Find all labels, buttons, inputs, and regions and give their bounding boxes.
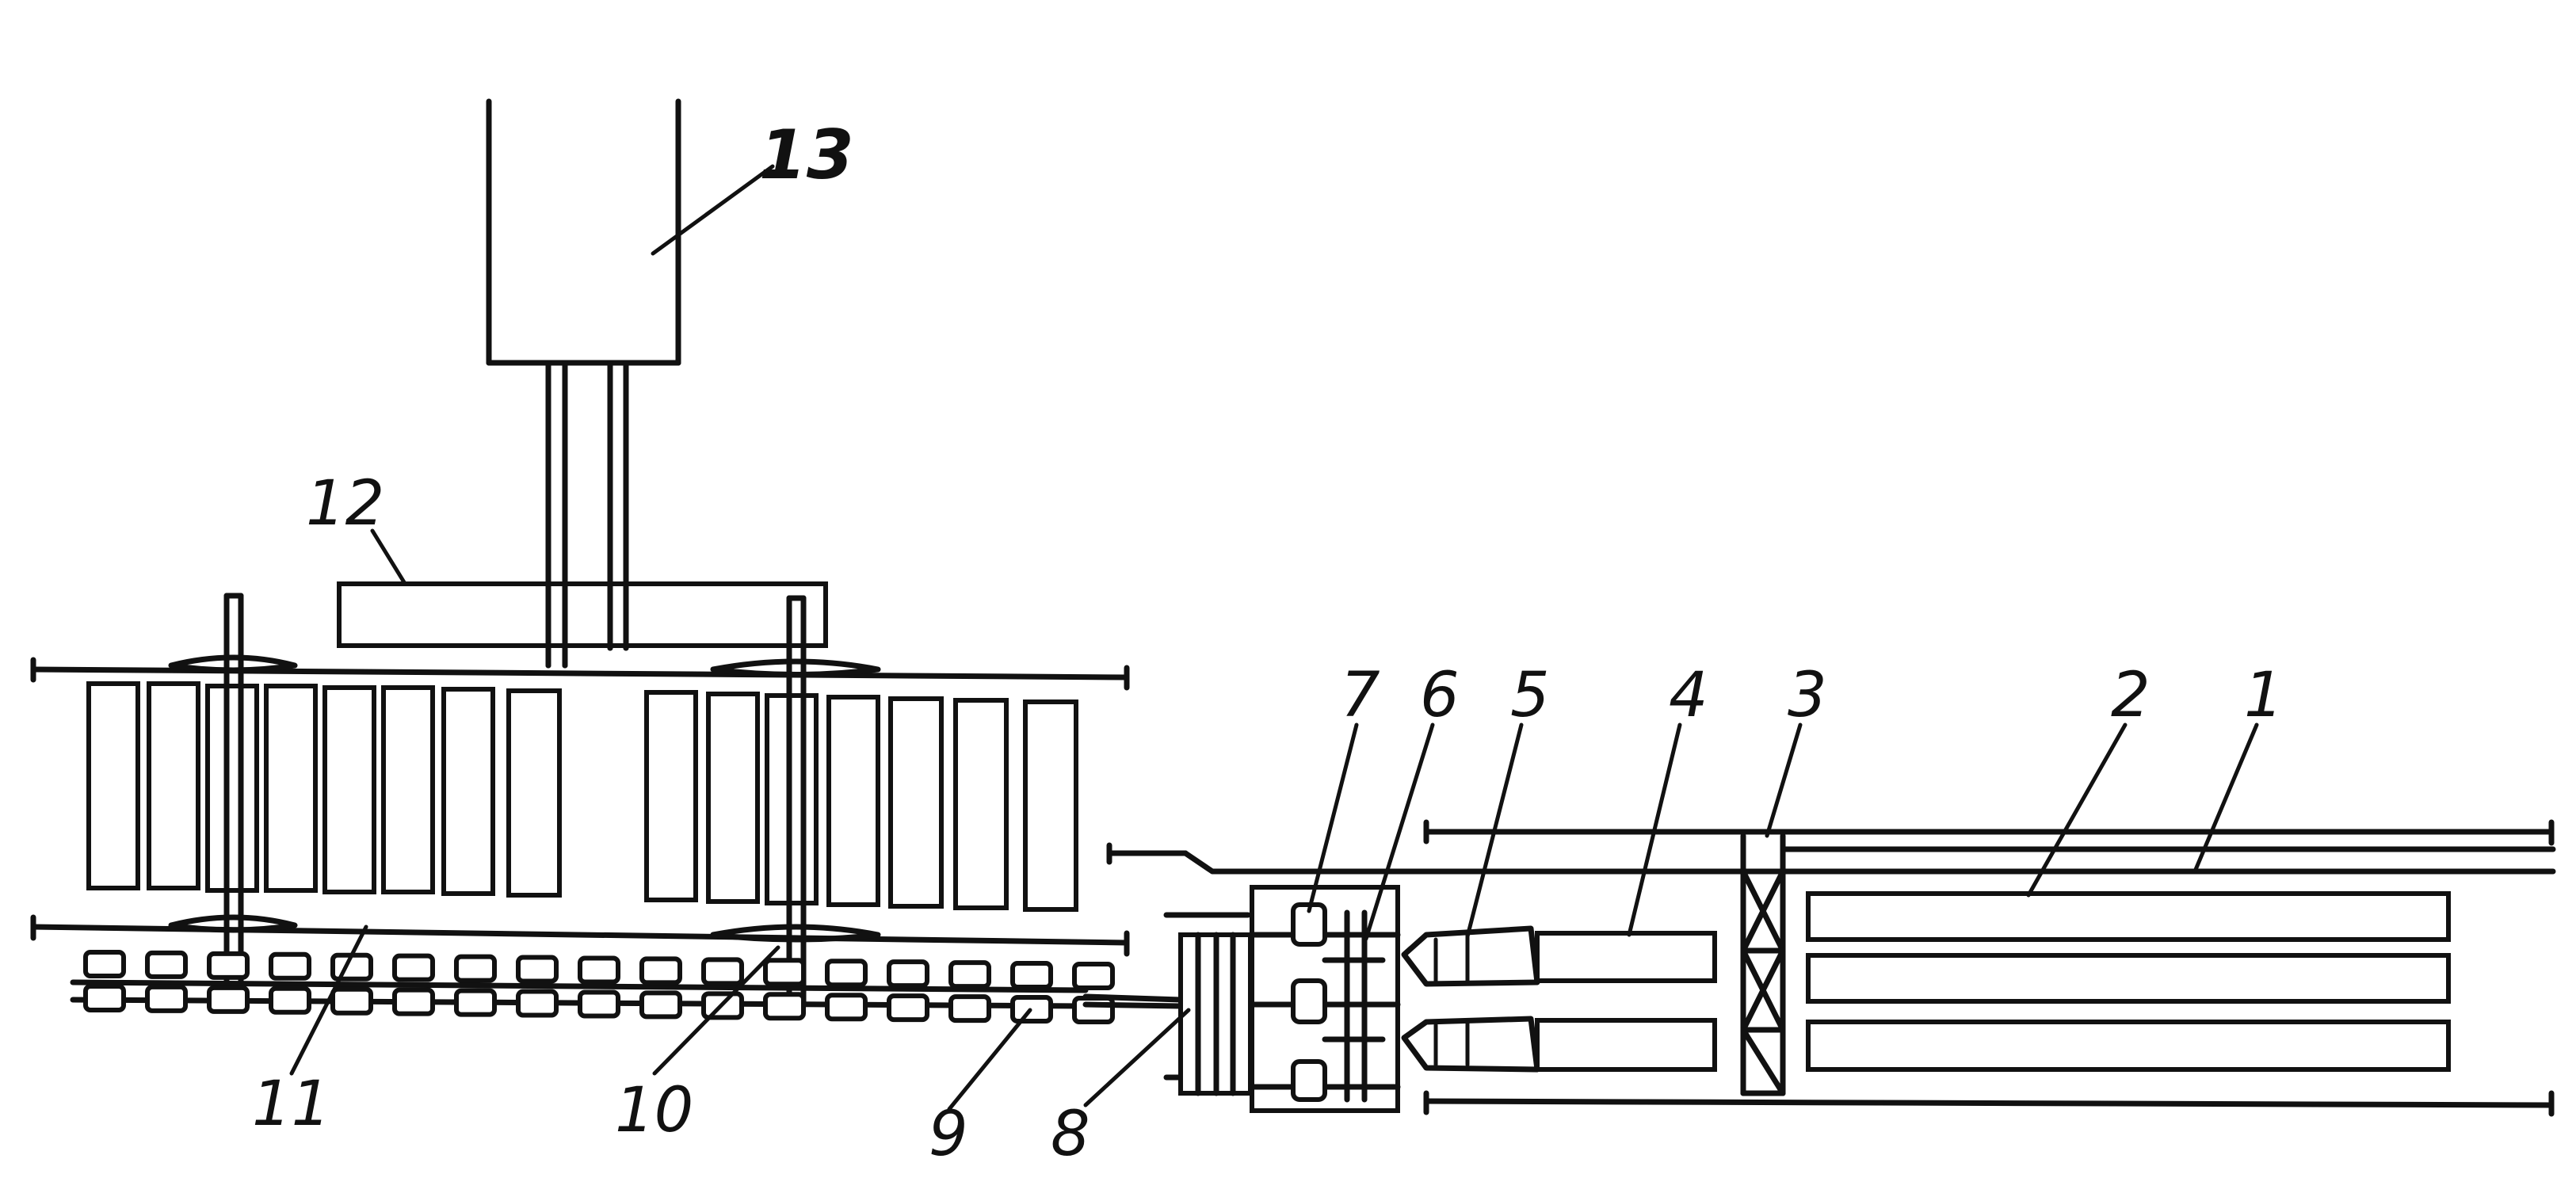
label-7: 7	[1341, 660, 1380, 731]
conveyor-cell	[392, 987, 435, 1016]
component-12-beam	[337, 581, 828, 669]
label-6: 6	[1420, 660, 1460, 731]
component-4-tubes	[1535, 931, 1717, 1072]
conveyor-cell	[330, 986, 373, 1016]
conveyor-cell	[145, 984, 188, 1013]
component-8-link	[1082, 993, 1184, 1009]
component-7-machine-frame	[1163, 885, 1401, 1113]
label-9: 9	[929, 1099, 968, 1170]
conveyor-cell	[454, 954, 497, 983]
conveyor-cell	[701, 957, 744, 986]
conveyor-cell	[83, 984, 126, 1012]
component-5-nozzles	[1401, 925, 1540, 1073]
conveyor-cell	[207, 951, 250, 980]
conveyor-cell	[825, 993, 868, 1022]
label-5: 5	[1510, 660, 1550, 731]
conveyor-cell	[639, 990, 682, 1020]
component-11-cell-rack	[86, 681, 1078, 912]
conveyor-cell	[207, 985, 250, 1014]
component-3-lattice	[1740, 833, 1786, 1096]
conveyor-cell	[516, 989, 559, 1018]
label-11: 11	[252, 1069, 330, 1140]
label-4: 4	[1669, 660, 1708, 731]
label-12: 12	[306, 468, 384, 539]
label-10: 10	[615, 1075, 693, 1146]
conveyor-cell	[948, 960, 991, 989]
conveyor-cell	[825, 959, 868, 988]
conveyor-cell	[1072, 995, 1115, 1024]
conveyor-cell	[763, 958, 806, 987]
right-section-rails	[1106, 819, 2556, 1117]
leader-lines	[289, 164, 2259, 1111]
conveyor-cell	[145, 950, 188, 979]
conveyor-cell	[639, 956, 682, 985]
component-10-posts	[168, 593, 881, 1009]
label-8: 8	[1051, 1099, 1090, 1170]
conveyor-cell	[948, 994, 991, 1024]
conveyor-cell	[269, 985, 311, 1015]
conveyor-cell	[269, 951, 311, 981]
conveyor-cell	[578, 955, 620, 985]
label-2: 2	[2111, 660, 2150, 731]
conveyor-cell	[1072, 961, 1115, 990]
conveyor-cell	[578, 989, 620, 1019]
label-13: 13	[759, 116, 854, 195]
conveyor-cell	[516, 955, 559, 984]
conveyor-cell	[887, 959, 929, 989]
conveyor-cell	[1010, 961, 1053, 990]
conveyor-cell	[454, 988, 497, 1017]
component-9-conveyor	[70, 950, 1115, 1024]
conveyor-cell	[887, 993, 929, 1023]
component-13-tower	[486, 98, 681, 669]
conveyor-cell	[83, 950, 126, 978]
label-3: 3	[1788, 660, 1827, 731]
labels: 13 12 11 10 9 8 7 6 5 4 3 2 1	[252, 116, 2284, 1170]
conveyor-cell	[763, 992, 806, 1021]
conveyor-cell	[392, 953, 435, 982]
component-2-storage	[1806, 891, 2451, 1072]
label-1: 1	[2244, 660, 2284, 731]
